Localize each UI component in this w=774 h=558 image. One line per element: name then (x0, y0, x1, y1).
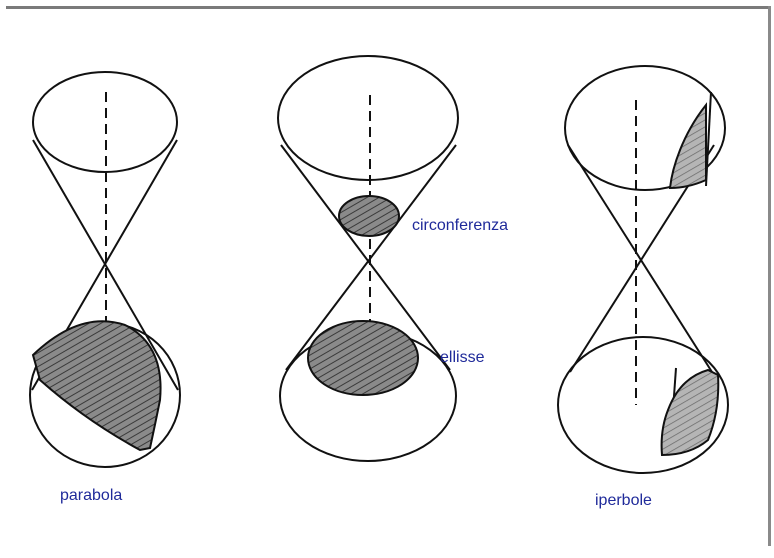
cone-hyperbola (557, 65, 729, 474)
ellipse-section (307, 320, 419, 396)
circle-section (338, 195, 400, 237)
parabola-section (31, 320, 162, 452)
cone-ellipse-circle (277, 55, 459, 462)
cone-top-rim (277, 55, 459, 181)
cone-bottom-rim (557, 336, 729, 474)
cone-generatrix-left (567, 144, 713, 373)
label-iperbole: iperbole (595, 492, 652, 509)
label-parabola: parabola (60, 487, 122, 504)
label-circonferenza: circonferenza (412, 217, 508, 234)
hyperbola-lower-branch (660, 368, 720, 457)
cone-top-rim (564, 65, 726, 191)
label-ellisse: ellisse (440, 349, 485, 366)
cone-generatrix-left (280, 144, 451, 371)
cone-parabola (29, 71, 181, 468)
frame-top-border (6, 6, 768, 9)
frame-right-border (768, 6, 771, 546)
hyperbola-upper-branch (668, 102, 707, 190)
